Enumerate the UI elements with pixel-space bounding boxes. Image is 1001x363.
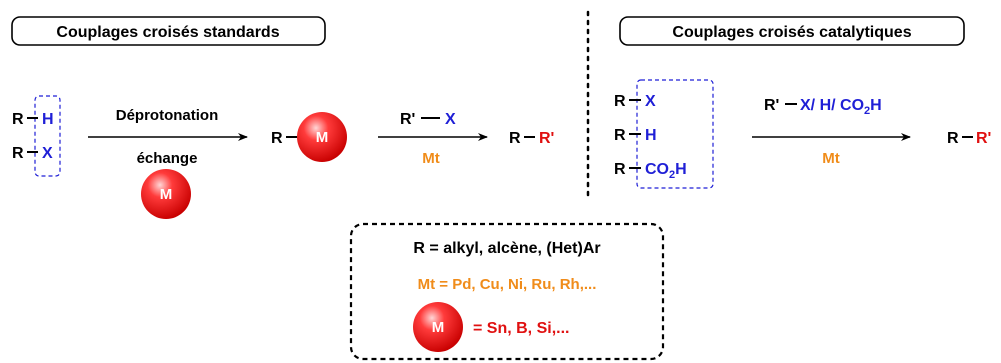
metal-sphere-icon: [297, 112, 347, 162]
left-title-box: [11, 16, 326, 46]
right-panel: Couplages croisés catalytiques R X R H R…: [614, 16, 991, 189]
catalyst-mt: Mt: [422, 150, 440, 167]
arrow-label-echange: échange: [137, 150, 198, 167]
metal-sphere-icon: [413, 302, 463, 352]
product-r-prime: R': [976, 130, 991, 147]
intermediate-r: R: [271, 130, 283, 147]
legend-m-definition: = Sn, B, Si,...: [473, 320, 569, 337]
catalyst-mt: Mt: [822, 150, 840, 167]
substrate-r-1: R: [12, 111, 24, 128]
product-r-prime: R': [539, 130, 554, 147]
left-substrate: R H R X: [12, 95, 61, 177]
intermediate-m: M: [316, 129, 329, 146]
substrate-r-2: R: [12, 145, 24, 162]
dashed-group-box: [34, 95, 61, 177]
substrate-r: R: [614, 127, 626, 144]
left-arrow-1: Déprotonation échange M: [88, 107, 248, 219]
left-intermediate: R M: [271, 112, 347, 162]
right-arrow: R' X/ H/ CO2H Mt: [752, 97, 911, 167]
arrow-label-deprotonation: Déprotonation: [116, 107, 219, 124]
substrate-r: R: [614, 93, 626, 110]
substrate-x: X: [645, 93, 656, 110]
substrate-r: R: [614, 161, 626, 178]
left-panel-title: Couplages croisés standards: [56, 24, 279, 41]
right-product: R R': [947, 130, 991, 147]
co-text: CO: [645, 161, 669, 178]
reagent-rest: X/ H/ CO: [800, 97, 864, 114]
reagent-groups: X/ H/ CO2H: [800, 97, 882, 117]
right-substrates: R X R H R CO2H: [614, 79, 714, 189]
legend-r-definition: R = alkyl, alcène, (Het)Ar: [413, 240, 600, 257]
metal-sphere-icon: [141, 169, 191, 219]
reagent-tail: H: [870, 97, 882, 114]
h-text: H: [675, 161, 687, 178]
right-panel-title: Couplages croisés catalytiques: [672, 24, 911, 41]
legend-border: [349, 222, 665, 361]
right-title-box: [619, 16, 965, 46]
product-r: R: [947, 130, 959, 147]
substrate-x: X: [42, 145, 53, 162]
reagent-r-prime: R': [400, 111, 415, 128]
left-arrow-2: R' X Mt: [378, 111, 488, 167]
legend-mt-definition: Mt = Pd, Cu, Ni, Ru, Rh,...: [418, 276, 597, 293]
legend-sphere-label: M: [432, 319, 445, 336]
subscript-2: 2: [669, 169, 675, 181]
substrate-h: H: [645, 127, 657, 144]
left-product: R R': [509, 130, 554, 147]
substrate-co2h: CO2H: [645, 161, 687, 181]
sphere-label: M: [160, 186, 173, 203]
product-r: R: [509, 130, 521, 147]
substrate-h: H: [42, 111, 54, 128]
reagent-r-prime: R': [764, 97, 779, 114]
legend-box: R = alkyl, alcène, (Het)Ar Mt = Pd, Cu, …: [349, 222, 665, 361]
left-panel: Couplages croisés standards R H R X Dépr…: [11, 16, 554, 219]
subscript-2: 2: [864, 105, 870, 117]
reagent-x: X: [445, 111, 456, 128]
